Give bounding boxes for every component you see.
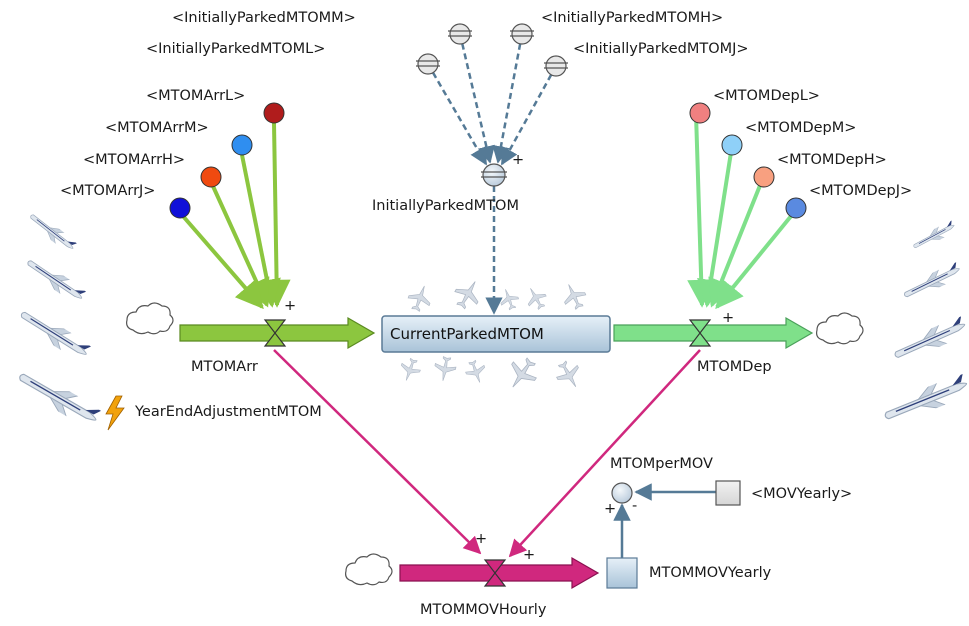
mov-yearly-box[interactable] — [715, 480, 741, 506]
label-initially-parked-mtomj: <InitiallyParkedMTOMJ> — [573, 41, 749, 57]
label-mtom-mov-hourly: MTOMMOVHourly — [420, 602, 547, 618]
cloud-icon — [126, 302, 174, 335]
plane-icon — [14, 304, 94, 364]
shadow-variable-icon[interactable] — [544, 55, 568, 77]
label-mtom-dep-h: <MTOMDepH> — [777, 152, 887, 168]
stock-label: CurrentParkedMTOM — [390, 325, 544, 343]
arrival-flow-pipe — [179, 316, 376, 350]
label-initially-parked-mtoml: <InitiallyParkedMTOML> — [146, 41, 325, 57]
departure-dot-h[interactable] — [753, 166, 775, 188]
lightning-icon — [105, 395, 125, 431]
polarity-plus: + — [512, 152, 524, 168]
stock-current-parked[interactable]: CurrentParkedMTOM — [381, 315, 611, 353]
label-mov-yearly: <MOVYearly> — [751, 486, 852, 502]
polarity-minus: - — [632, 498, 637, 514]
mov-links — [273, 349, 701, 558]
label-mtom-arr-m: <MTOMArrM> — [105, 120, 209, 136]
label-mtom-dep: MTOMDep — [697, 359, 772, 375]
plane-icon — [889, 314, 969, 366]
shadow-variable-icon[interactable] — [416, 53, 440, 75]
plane-icon — [25, 209, 79, 255]
departure-valve-icon[interactable] — [688, 319, 712, 347]
label-mtom-per-mov: MTOMperMOV — [610, 456, 713, 472]
mov-valve-icon[interactable] — [483, 559, 507, 587]
arrival-links — [180, 122, 291, 310]
mtom-mov-yearly-box[interactable] — [606, 557, 638, 589]
arrival-dot-j[interactable] — [169, 197, 191, 219]
label-mtom-arr-l: <MTOMArrL> — [146, 88, 245, 104]
shadow-variable-icon[interactable] — [510, 23, 534, 45]
cloud-icon — [345, 553, 393, 586]
departure-dot-j[interactable] — [785, 197, 807, 219]
departure-dot-m[interactable] — [721, 134, 743, 156]
shadow-variable-icon[interactable] — [448, 23, 472, 45]
plane-icon — [12, 365, 104, 431]
label-mtom-mov-yearly: MTOMMOVYearly — [649, 565, 772, 581]
polarity-plus: + — [604, 501, 616, 517]
plane-icon — [22, 253, 88, 307]
polarity-plus: + — [475, 531, 487, 547]
mtom-per-mov-node[interactable] — [611, 482, 633, 504]
label-mtom-arr-j: <MTOMArrJ> — [60, 183, 155, 199]
departure-links — [687, 113, 798, 310]
initial-links — [426, 33, 558, 315]
aux-links — [613, 483, 716, 558]
label-initially-parked-mtomh: <InitiallyParkedMTOMH> — [541, 10, 723, 26]
initially-parked-node[interactable] — [481, 163, 507, 187]
polarity-plus: + — [722, 310, 734, 326]
mov-flow-pipe — [399, 556, 600, 590]
polarity-plus: + — [284, 298, 296, 314]
departure-dot-l[interactable] — [689, 102, 711, 124]
cloud-icon — [816, 312, 864, 345]
label-mtom-arr: MTOMArr — [191, 359, 258, 375]
label-mtom-dep-j: <MTOMDepJ> — [809, 183, 912, 199]
label-initially-parked: InitiallyParkedMTOM — [372, 198, 519, 214]
arrival-dot-l[interactable] — [263, 102, 285, 124]
parked-planes-bottom-icon — [396, 352, 587, 396]
arrival-valve-icon[interactable] — [263, 319, 287, 347]
departure-flow-pipe — [613, 316, 814, 350]
label-mtom-arr-h: <MTOMArrH> — [83, 152, 185, 168]
parked-planes-top-icon — [404, 274, 590, 315]
arrival-dot-h[interactable] — [200, 166, 222, 188]
label-year-end-adjustment: YearEndAdjustmentMTOM — [134, 404, 322, 420]
plane-icon — [900, 260, 964, 304]
label-initially-parked-mtomm: <InitiallyParkedMTOMM> — [172, 10, 356, 26]
plane-icon — [879, 372, 969, 428]
polarity-plus: + — [523, 547, 535, 563]
label-mtom-dep-l: <MTOMDepL> — [713, 88, 820, 104]
arrival-dot-m[interactable] — [231, 134, 253, 156]
plane-icon — [910, 219, 958, 253]
label-mtom-dep-m: <MTOMDepM> — [745, 120, 856, 136]
